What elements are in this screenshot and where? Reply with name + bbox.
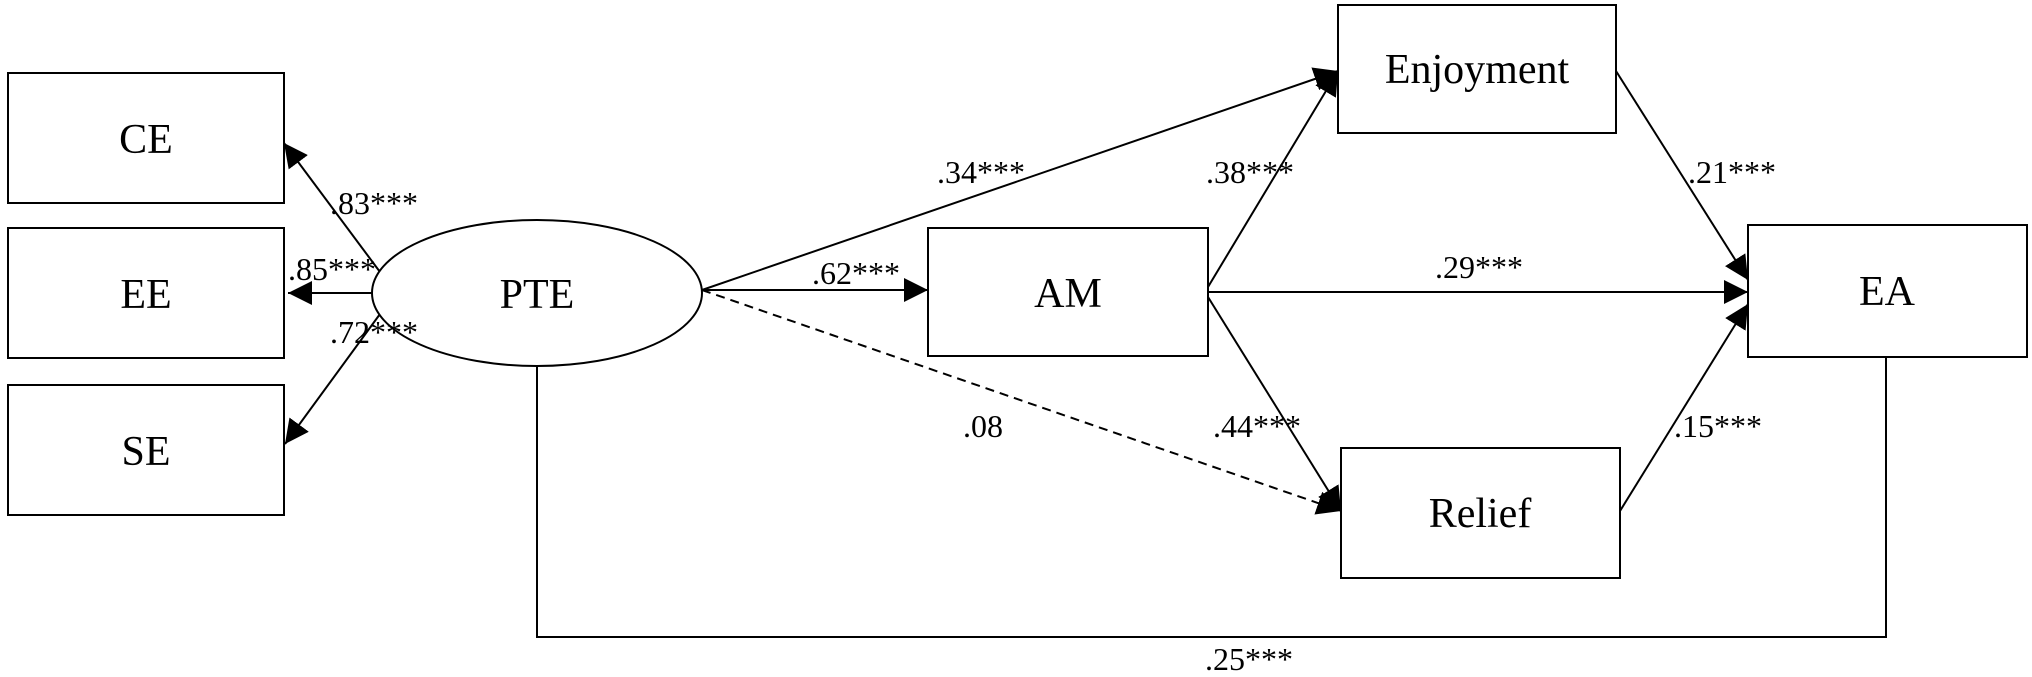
- edge-am-enjoyment: [1207, 70, 1339, 288]
- edge-pte-se: [284, 313, 381, 445]
- coef-enjoyment-ea: .21***: [1688, 154, 1776, 190]
- coef-relief-ea: .15***: [1674, 408, 1762, 444]
- node-ce: CE: [7, 72, 285, 204]
- node-ea-label: EA: [1859, 269, 1916, 315]
- node-ee-label: EE: [120, 272, 171, 318]
- node-enjoyment: Enjoyment: [1337, 4, 1617, 134]
- node-pte-label: PTE: [500, 272, 575, 318]
- coef-pte-ce: .83***: [330, 185, 418, 221]
- coef-am-ea: .29***: [1435, 249, 1523, 285]
- coef-pte-ea: .25***: [1205, 641, 1293, 677]
- coef-pte-enjoyment: .34***: [937, 154, 1025, 190]
- edge-pte-ea: [536, 326, 1898, 638]
- coef-am-relief: .44***: [1213, 408, 1301, 444]
- node-am-label: AM: [1034, 271, 1102, 317]
- node-enjoyment-label: Enjoyment: [1385, 47, 1570, 93]
- coef-pte-se: .72***: [330, 314, 418, 350]
- node-se: SE: [7, 384, 285, 516]
- coef-pte-ee: .85***: [288, 251, 376, 287]
- edge-pte-enjoyment: [701, 67, 1339, 291]
- node-relief: Relief: [1340, 447, 1621, 579]
- node-relief-label: Relief: [1429, 491, 1532, 537]
- edge-relief-ea: [1619, 303, 1749, 512]
- edge-enjoyment-ea: [1615, 70, 1749, 281]
- node-ee: EE: [7, 227, 285, 359]
- node-pte: PTE: [371, 219, 703, 367]
- edge-pte-relief: [701, 289, 1342, 515]
- edge-pte-ce: [283, 142, 381, 273]
- node-ea: EA: [1747, 224, 2028, 358]
- coef-pte-am: .62***: [812, 255, 900, 291]
- coef-pte-relief: .08: [963, 408, 1003, 444]
- edge-am-relief: [1207, 296, 1342, 512]
- coef-am-enjoyment: .38***: [1206, 154, 1294, 190]
- node-ce-label: CE: [119, 117, 173, 163]
- node-se-label: SE: [121, 429, 170, 475]
- node-am: AM: [927, 227, 1209, 357]
